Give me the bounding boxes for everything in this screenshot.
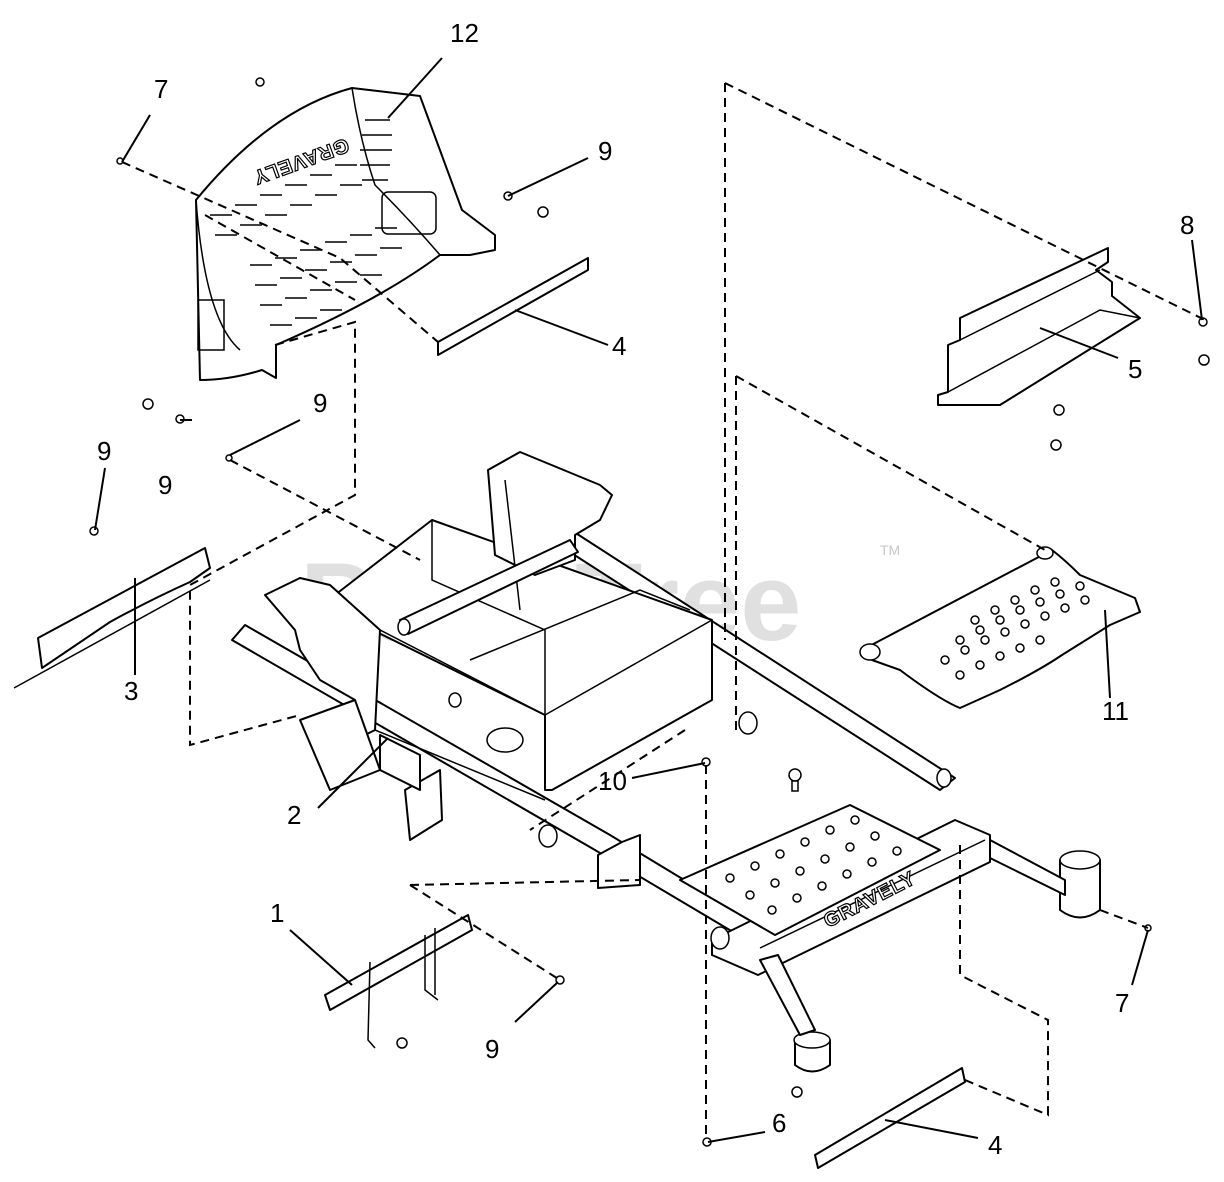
callout-9-e: 9 <box>485 1034 499 1064</box>
callout-9-c: 9 <box>97 436 111 466</box>
callout-4-bottom: 4 <box>988 1130 1002 1160</box>
part-5-bracket <box>937 247 1141 406</box>
assembly-lines <box>121 82 1206 1140</box>
callout-12: 12 <box>450 18 479 48</box>
callout-11: 11 <box>1102 696 1129 726</box>
callouts: 12 7 9 8 5 4 9 9 9 3 11 10 2 1 9 7 6 4 <box>97 18 1194 1160</box>
callout-9-b: 9 <box>313 388 327 418</box>
part-12-rear-shield: GRAVELY <box>195 87 496 381</box>
callout-9-d: 9 <box>158 470 172 500</box>
callout-2: 2 <box>287 800 301 830</box>
deck-holes <box>725 815 902 915</box>
part-3-side-bar <box>13 547 211 689</box>
part-2-main-frame: GRAVELY <box>231 451 1101 1073</box>
part-4-bar-top <box>437 257 589 356</box>
callout-6: 6 <box>772 1108 786 1138</box>
shield-slots <box>210 119 402 326</box>
callout-4-top: 4 <box>612 331 626 361</box>
plate-holes <box>940 577 1090 680</box>
callout-9-a: 9 <box>598 136 612 166</box>
callout-5: 5 <box>1128 354 1142 384</box>
callout-10: 10 <box>598 766 627 796</box>
callout-1: 1 <box>270 898 284 928</box>
callout-8: 8 <box>1180 210 1194 240</box>
part-11-floor-plate <box>859 546 1141 709</box>
leader-lines <box>94 57 1203 1143</box>
watermark-tm: TM <box>880 542 900 558</box>
callout-7-left: 7 <box>154 74 168 104</box>
part-1-bracket <box>324 914 473 1049</box>
callout-7-right: 7 <box>1115 988 1129 1018</box>
callout-3: 3 <box>124 676 138 706</box>
part-4-bar-bottom <box>814 1067 966 1169</box>
